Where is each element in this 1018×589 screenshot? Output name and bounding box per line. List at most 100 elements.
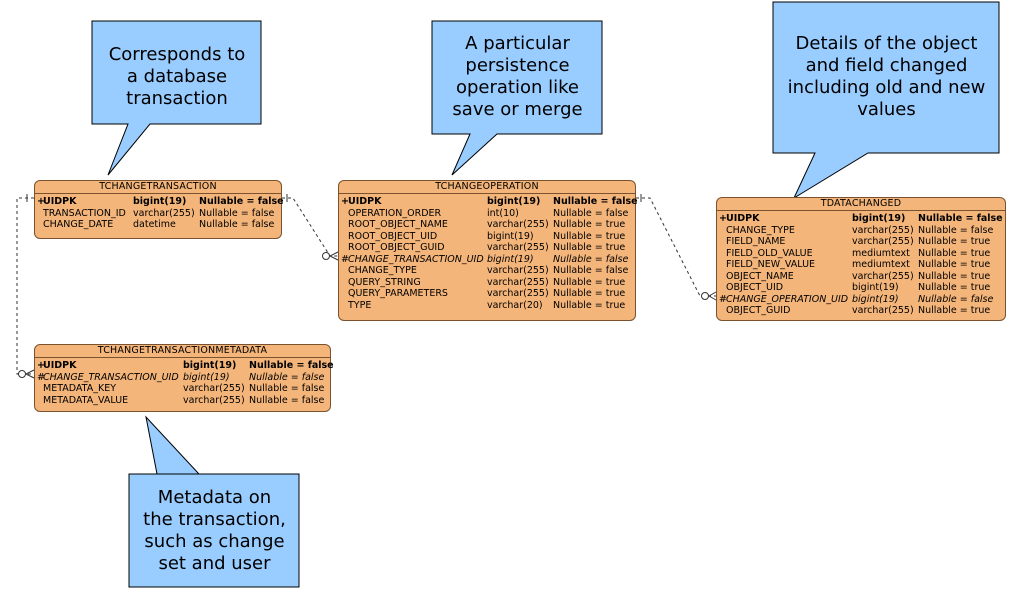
column-key-marker: # [341, 253, 349, 265]
column-nullable: Nullable = false [918, 213, 1003, 224]
column-nullable: Nullable = false [553, 265, 629, 276]
column-name: TRANSACTION_ID [43, 207, 126, 219]
callout-line: including old and new [787, 77, 986, 98]
column-key-marker: + [37, 196, 45, 207]
callout-metadata-text: Metadata on the transaction, such as cha… [129, 487, 300, 575]
column-type: bigint(19) [183, 360, 237, 371]
column-nullable: Nullable = false [553, 196, 638, 207]
column-nullable: Nullable = true [553, 276, 626, 288]
column-type: varchar(255) [487, 219, 549, 230]
column-name: METADATA_KEY [43, 383, 117, 394]
column-nullable: Nullable = true [918, 282, 991, 293]
column-nullable: Nullable = false [249, 371, 325, 383]
column-name: CHANGE_TRANSACTION_UID [43, 371, 179, 383]
column-nullable: Nullable = false [918, 224, 994, 236]
entity-tdatachanged[interactable]: TDATACHANGED +UIDPK bigint(19) Nullable = … [716, 197, 1006, 321]
column-row: TRANSACTION_ID varchar(255) Nullable = fal… [35, 208, 281, 220]
column-name: METADATA_VALUE [43, 394, 129, 406]
column-nullable: Nullable = false [918, 293, 994, 305]
column-name: FIELD_NAME [726, 236, 786, 247]
column-name: FIELD_OLD_VALUE [726, 247, 813, 259]
callout-operation-text: A particular persistence operation like … [432, 33, 603, 121]
column-name: CHANGE_OPERATION_UID [726, 293, 849, 305]
column-name: TYPE [348, 299, 372, 311]
column-nullable: Nullable = false [199, 207, 275, 219]
column-nullable: Nullable = true [918, 247, 991, 259]
callout-line: Corresponds to [108, 44, 246, 65]
entity-title: TDATACHANGED [717, 198, 1005, 211]
column-type: varchar(255) [852, 305, 914, 316]
column-type: varchar(255) [487, 288, 549, 299]
column-nullable: Nullable = false [249, 383, 325, 394]
column-name: UIDPK [348, 196, 382, 207]
column-key-marker: # [37, 371, 45, 383]
column-name: CHANGE_TYPE [726, 224, 795, 236]
callout-line: persistence [465, 55, 570, 76]
column-key-marker: + [719, 213, 727, 224]
column-type: int(10) [487, 207, 519, 219]
relationship-transaction-operation [282, 194, 339, 261]
callout-transaction-bubble [91, 20, 262, 176]
column-type: varchar(255) [487, 276, 549, 288]
column-type: varchar(255) [487, 242, 549, 253]
callout-metadata-bubble [128, 415, 300, 588]
column-type: varchar(255) [183, 383, 245, 394]
column-name: UIDPK [43, 196, 77, 207]
callout-line: set and user [158, 553, 271, 574]
callout-datachanged-text: Details of the object and field changed … [773, 33, 1000, 121]
column-nullable: Nullable = true [553, 242, 626, 253]
column-type: bigint(19) [487, 196, 541, 207]
callout-line: Metadata on [157, 487, 272, 508]
column-type: bigint(19) [183, 371, 230, 383]
column-type: bigint(19) [852, 293, 899, 305]
column-name: OPERATION_ORDER [348, 207, 442, 219]
column-name: FIELD_NEW_VALUE [726, 259, 816, 270]
column-name: OBJECT_NAME [726, 270, 794, 282]
column-name: ROOT_OBJECT_NAME [348, 219, 448, 230]
callout-datachanged-bubble [772, 1, 1000, 200]
column-row: ROOT_OBJECT_NAME varchar(255) Nullable = t… [339, 219, 635, 231]
column-nullable: Nullable = true [918, 305, 991, 316]
callout-line: such as change [144, 531, 285, 552]
column-type: varchar(255) [852, 270, 914, 282]
column-type: varchar(255) [852, 236, 914, 247]
column-type: varchar(20) [487, 299, 543, 311]
column-name: OBJECT_UID [726, 282, 784, 293]
column-type: varchar(255) [133, 207, 195, 219]
column-type: varchar(255) [852, 224, 914, 236]
callout-line: Details of the object [795, 33, 978, 54]
column-name: UIDPK [43, 360, 77, 371]
column-nullable: Nullable = true [918, 259, 991, 270]
column-nullable: Nullable = false [199, 219, 275, 230]
column-type: bigint(19) [852, 213, 906, 224]
column-row: METADATA_KEY varchar(255) Nullable = false [35, 383, 330, 395]
column-name: UIDPK [726, 213, 760, 224]
column-nullable: Nullable = true [553, 299, 626, 311]
callout-line: A particular [465, 33, 570, 54]
entity-title: TCHANGETRANSACTION [35, 181, 281, 194]
column-type: bigint(19) [487, 230, 534, 242]
column-nullable: Nullable = true [553, 219, 626, 230]
column-nullable: Nullable = false [249, 394, 325, 406]
